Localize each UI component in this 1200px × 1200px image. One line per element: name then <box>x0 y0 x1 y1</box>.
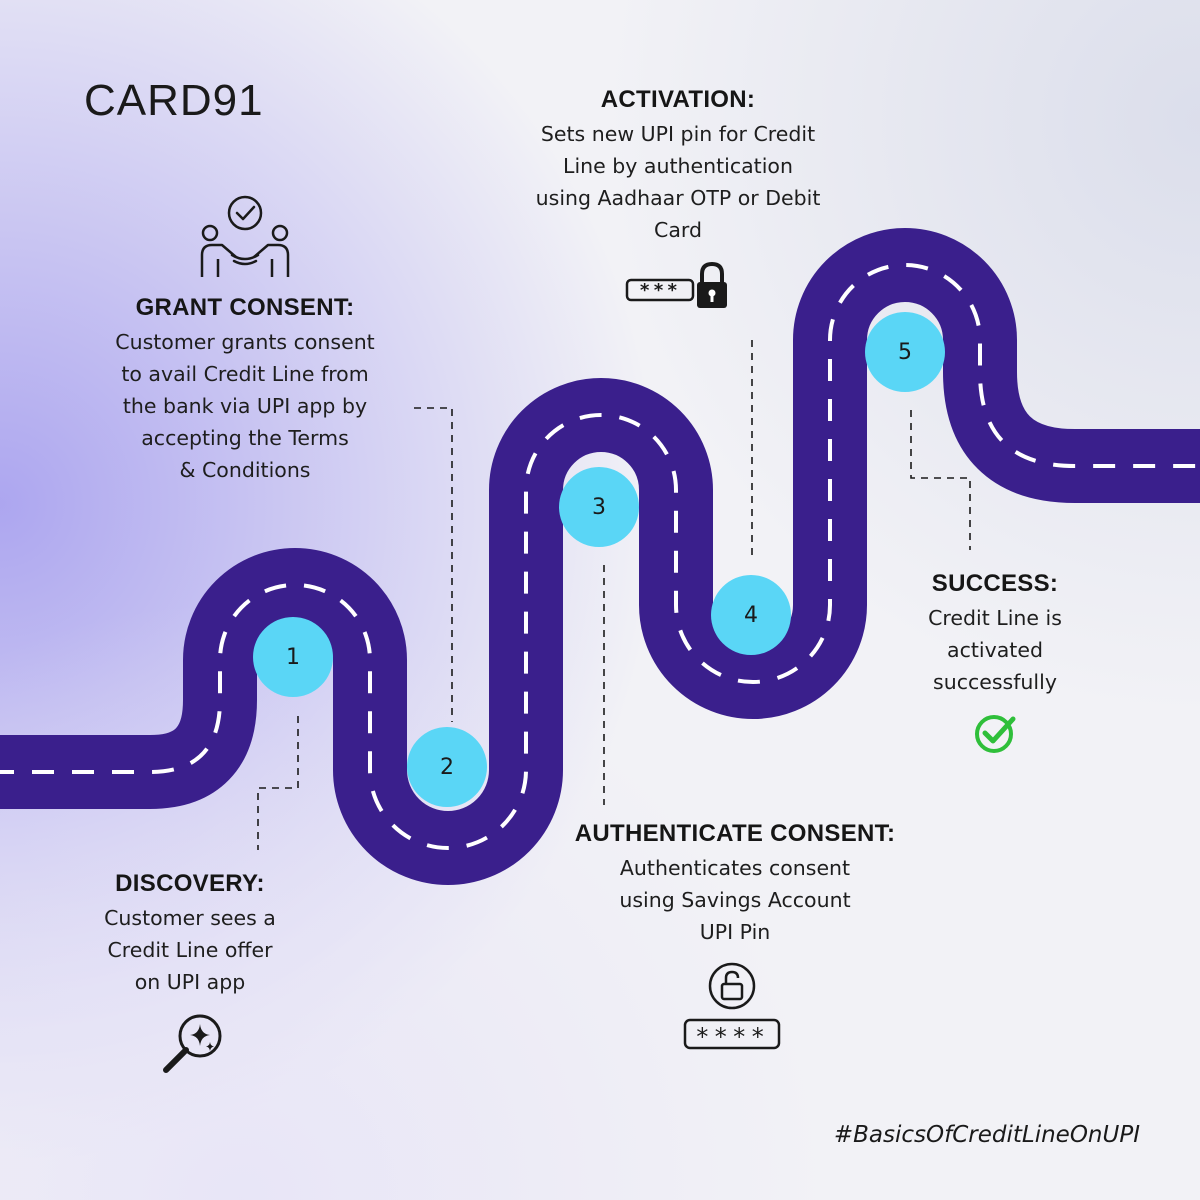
step-1-number: 1 <box>253 617 333 697</box>
hashtag: #BasicsOfCreditLineOnUPI <box>833 1122 1140 1148</box>
step-activation: ACTIVATION: Sets new UPI pin for Credit … <box>498 86 858 246</box>
step-2-number: 2 <box>407 727 487 807</box>
password-lock-mask: *** <box>639 280 681 301</box>
step-authenticate-consent-title: AUTHENTICATE CONSENT: <box>574 820 896 847</box>
unlock-pin-icon: **** <box>683 962 781 1050</box>
step-discovery-title: DISCOVERY: <box>115 870 265 897</box>
step-activation-text: Sets new UPI pin for Credit Line by auth… <box>535 122 821 242</box>
success-check-icon <box>975 715 1016 753</box>
step-authenticate-consent-text: Authenticates consent using Savings Acco… <box>619 856 851 944</box>
step-authenticate-consent: AUTHENTICATE CONSENT: Authenticates cons… <box>540 820 930 948</box>
unlock-pin-mask: **** <box>695 1023 769 1051</box>
step-3-number: 3 <box>559 467 639 547</box>
step-grant-consent: GRANT CONSENT: Customer grants consent t… <box>70 294 420 486</box>
step-success-text: Credit Line is activated successfully <box>928 606 1062 694</box>
step-activation-title: ACTIVATION: <box>600 86 756 113</box>
step-4-number: 4 <box>711 575 791 655</box>
password-lock-icon: *** <box>625 260 731 312</box>
step-5-number: 5 <box>865 312 945 392</box>
step-grant-consent-title: GRANT CONSENT: <box>135 294 355 321</box>
brand-logo: CARD91 <box>84 76 264 125</box>
magnifier-sparkle-icon <box>163 1014 222 1073</box>
step-discovery: DISCOVERY: Customer sees a Credit Line o… <box>60 870 320 998</box>
step-success-title: SUCCESS: <box>931 570 1059 597</box>
connector-lines <box>257 340 971 850</box>
step-success: SUCCESS: Credit Line is activated succes… <box>880 570 1110 698</box>
step-grant-consent-text: Customer grants consent to avail Credit … <box>115 330 375 482</box>
handshake-check-icon <box>200 195 290 277</box>
step-discovery-text: Customer sees a Credit Line offer on UPI… <box>104 906 276 994</box>
